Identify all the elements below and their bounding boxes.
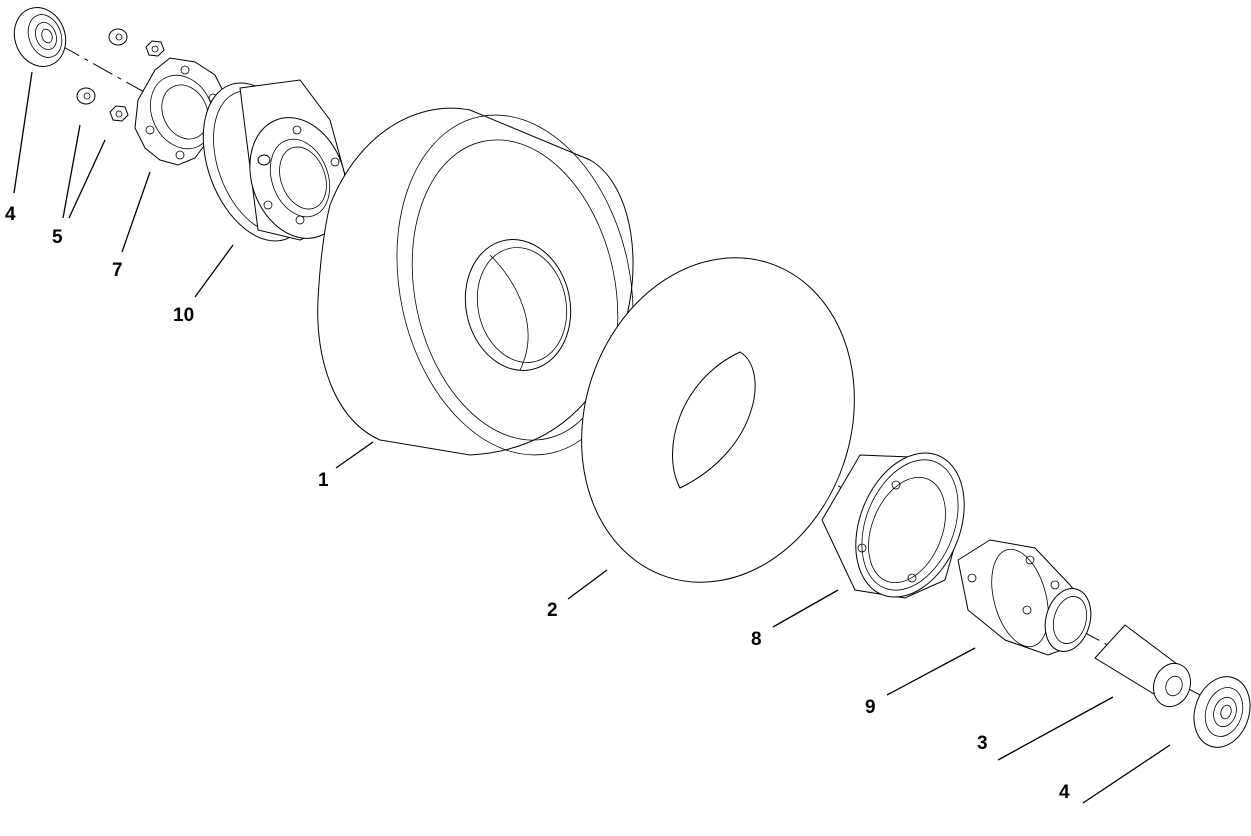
tire-part [317,107,634,456]
callout-nuts-washers: 5 [52,227,63,248]
callout-tube: 2 [547,600,558,621]
leader-10 [194,244,234,298]
leader-5b [68,139,106,219]
hub-half-outer-part [202,79,347,242]
hub-half-inner-part [821,452,965,599]
leader-1 [335,441,374,469]
callout-hub-flange: 9 [865,697,876,718]
spacer-part [1094,624,1192,708]
callouts: 4 5 7 10 1 2 8 9 3 4 [5,204,1070,803]
nuts-washers-part [76,28,165,122]
leader-4-bottom [1082,744,1171,804]
bearing-bottom-part [1193,676,1251,748]
callout-hub-half-outer: 10 [173,305,194,326]
leader-3 [997,696,1114,761]
bearing-top-part [13,7,67,67]
callout-bearing-bottom: 4 [1059,782,1070,803]
tube-part [581,257,855,583]
leader-8 [772,589,839,628]
callout-tire: 1 [318,470,329,491]
callout-hub-half-inner: 8 [751,629,762,650]
leader-2 [567,569,608,600]
bearing-plate-part [134,57,226,166]
callout-bearing-plate: 7 [112,260,123,281]
leader-5a [62,124,81,219]
leader-4-top [13,71,33,194]
callout-bearing-top: 4 [5,204,16,225]
leader-9 [886,647,976,696]
leader-7 [121,171,151,253]
hub-flange-part [957,539,1092,656]
leader-lines [13,71,1171,804]
callout-spacer: 3 [977,733,988,754]
